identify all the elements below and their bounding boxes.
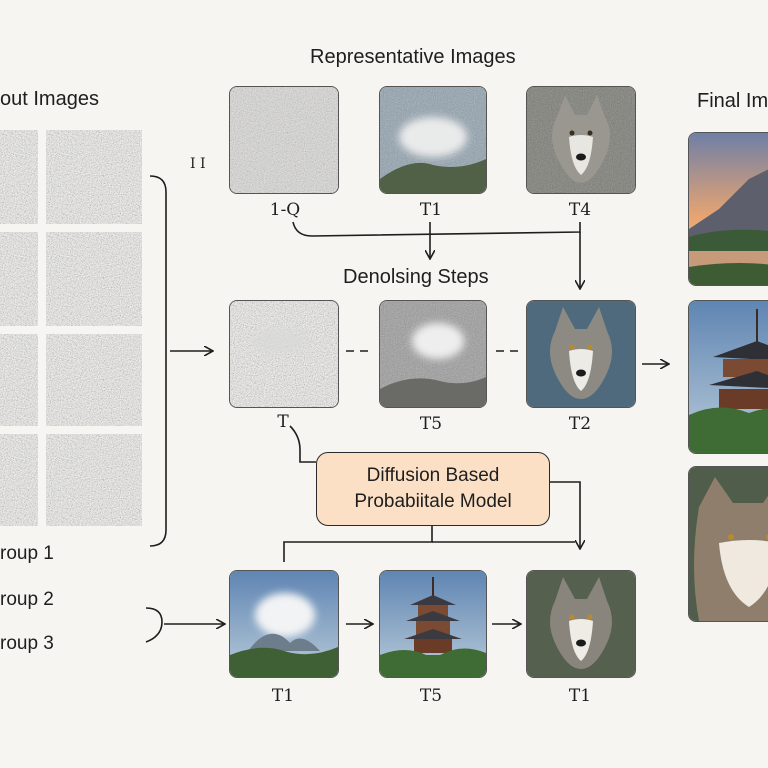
rep-image-noise bbox=[229, 86, 339, 194]
output-image-pagoda bbox=[379, 570, 487, 678]
noise-image bbox=[46, 232, 142, 326]
denoise-label-1: T bbox=[277, 412, 289, 432]
output-label-2: T5 bbox=[419, 686, 443, 706]
output-label-3: T1 bbox=[568, 686, 592, 706]
rep-merge-line bbox=[292, 221, 581, 237]
group-3-label: roup 3 bbox=[0, 633, 54, 654]
rep-label-2: T1 bbox=[419, 200, 443, 220]
denoise-image-cloud bbox=[379, 300, 487, 408]
group-bracket bbox=[145, 607, 163, 643]
final-image-mountain bbox=[688, 132, 768, 286]
group-2-label: roup 2 bbox=[0, 589, 54, 610]
arrow-model-right bbox=[548, 481, 580, 548]
model-bus-line bbox=[283, 524, 433, 562]
output-image-cloud bbox=[229, 570, 339, 678]
noise-image bbox=[0, 130, 38, 224]
noise-image bbox=[46, 434, 142, 526]
output-image-wolf bbox=[526, 570, 636, 678]
diffusion-model-box: Diffusion Based Probabiitale Model bbox=[316, 452, 550, 526]
rep-label-1: 1-Q bbox=[269, 200, 301, 220]
model-title-line-2: Probabiitale Model bbox=[354, 491, 512, 512]
model-title-line-1: Diffusion Based bbox=[366, 465, 500, 486]
denoise-image-noise bbox=[229, 300, 339, 408]
denoise-image-wolf bbox=[526, 300, 636, 408]
input-bracket bbox=[149, 175, 167, 547]
noise-image bbox=[46, 334, 142, 426]
noise-image bbox=[0, 334, 38, 426]
final-image-wolf bbox=[688, 466, 768, 622]
final-images-header: Final Im bbox=[697, 90, 768, 112]
noise-image bbox=[0, 434, 38, 526]
input-images-header: out Images bbox=[0, 88, 99, 110]
noise-image bbox=[0, 232, 38, 326]
group-1-label: roup 1 bbox=[0, 543, 54, 564]
representative-images-header: Representative Images bbox=[310, 46, 516, 68]
noise-image bbox=[46, 130, 142, 224]
output-label-1: T1 bbox=[271, 686, 295, 706]
denoise-label-3: T2 bbox=[568, 414, 592, 434]
denoise-label-2: T5 bbox=[419, 414, 443, 434]
line-to-model bbox=[289, 425, 316, 463]
rep-image-cloud bbox=[379, 86, 487, 194]
final-image-pagoda bbox=[688, 300, 768, 454]
rep-image-wolf bbox=[526, 86, 636, 194]
denoising-steps-header: Denolsing Steps bbox=[343, 266, 489, 288]
rep-label-3: T4 bbox=[568, 200, 592, 220]
side-mark: I I bbox=[190, 156, 206, 172]
